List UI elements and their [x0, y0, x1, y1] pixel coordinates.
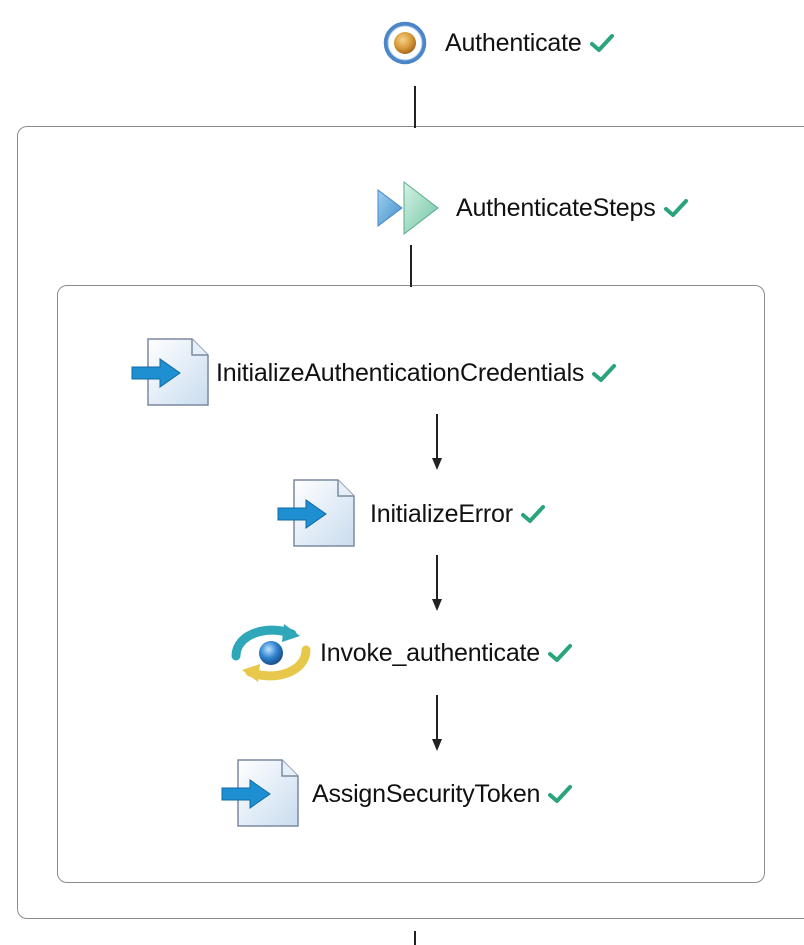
- flow-arrow-2: [432, 555, 442, 611]
- start-event-icon: [383, 21, 427, 65]
- check-icon: [592, 364, 617, 382]
- flow-arrow-3: [432, 695, 442, 751]
- sequence-icon: [377, 180, 439, 236]
- activity-invoke-authenticate[interactable]: Invoke_authenticate: [228, 620, 572, 686]
- connector-sequence-to-inner: [410, 245, 412, 287]
- check-icon: [663, 199, 688, 217]
- assign-icon: [131, 338, 209, 406]
- connector-start-to-scope: [414, 86, 416, 128]
- invoke-icon: [231, 624, 311, 682]
- flow-arrow-1: [432, 414, 442, 470]
- check-icon: [548, 785, 573, 803]
- assign-icon: [221, 759, 299, 827]
- check-icon: [520, 505, 545, 523]
- assign-icon: [277, 479, 355, 547]
- connector-exit: [414, 931, 416, 945]
- check-icon: [589, 34, 614, 52]
- activity-initialize-authentication-credentials[interactable]: InitializeAuthenticationCredentials: [130, 337, 617, 409]
- authenticate-steps-node[interactable]: AuthenticateSteps: [374, 180, 688, 236]
- activity-label: AssignSecurityToken: [312, 779, 541, 808]
- activity-assign-security-token[interactable]: AssignSecurityToken: [220, 758, 573, 830]
- check-icon: [547, 644, 572, 662]
- activity-label: InitializeAuthenticationCredentials: [216, 358, 585, 387]
- authenticate-label: Authenticate: [445, 28, 582, 57]
- activity-label: Invoke_authenticate: [320, 638, 540, 667]
- activity-initialize-error[interactable]: InitializeError: [276, 478, 545, 550]
- activity-label: InitializeError: [370, 499, 513, 528]
- authenticate-steps-label: AuthenticateSteps: [456, 193, 656, 222]
- authenticate-start-node[interactable]: Authenticate: [383, 21, 614, 65]
